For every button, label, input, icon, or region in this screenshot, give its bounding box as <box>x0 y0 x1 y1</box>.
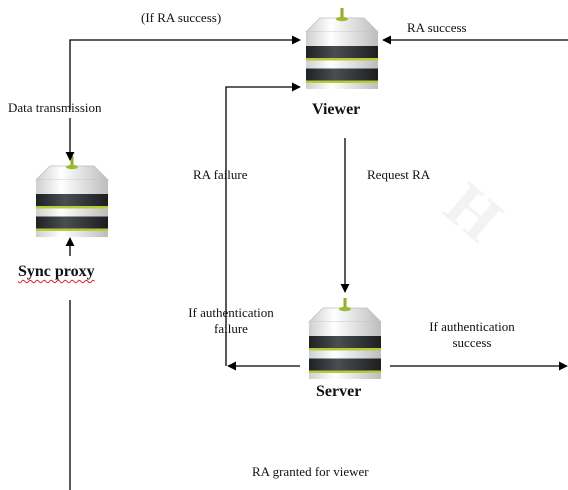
label-ra-failure: RA failure <box>193 167 248 182</box>
label-auth-failure-line1: If authentication <box>188 305 274 320</box>
label-auth-failure-line2: failure <box>214 321 248 336</box>
edge-if-ra-success <box>69 35 301 110</box>
label-if-ra-success: (If RA success) <box>141 10 222 25</box>
label-auth-success-line2: success <box>452 335 492 350</box>
label-data-transmission: Data transmission <box>8 100 102 115</box>
viewer-title: Viewer <box>312 101 361 118</box>
server-title: Server <box>316 383 362 400</box>
label-request-ra: Request RA <box>367 167 431 182</box>
viewer-server-icon <box>305 7 379 90</box>
sync-proxy-title: Sync proxy <box>18 263 95 280</box>
sync-proxy-server-icon <box>35 155 109 238</box>
label-auth-success: If authentication success <box>408 319 536 351</box>
edge-ra-failure <box>225 82 301 366</box>
label-auth-success-line1: If authentication <box>429 319 515 334</box>
main-server-icon <box>308 297 382 380</box>
label-ra-success: RA success <box>407 20 467 35</box>
label-auth-failure: If authentication failure <box>168 305 294 337</box>
label-ra-granted: RA granted for viewer <box>252 464 369 479</box>
